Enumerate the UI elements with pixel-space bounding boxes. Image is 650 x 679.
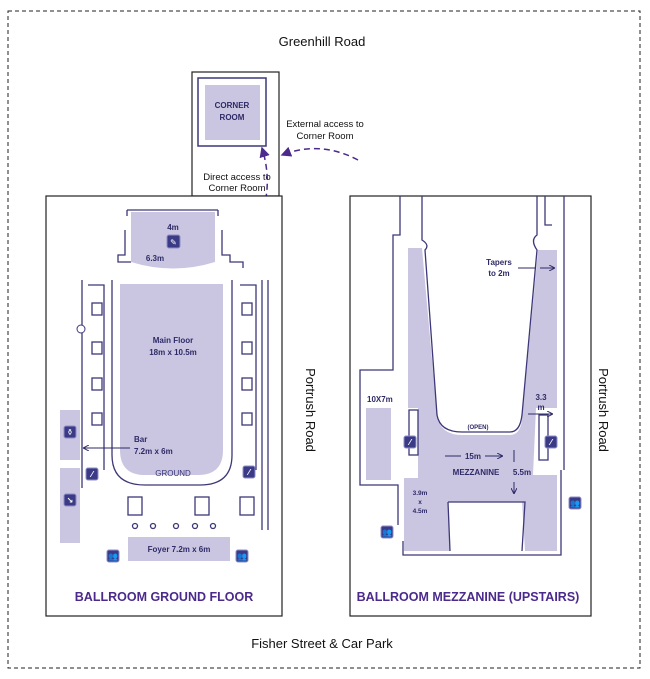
stage-microphone-icon: ✎: [166, 234, 181, 249]
bar-drinks-icon: ⚱: [63, 425, 77, 439]
main-floor-label: Main Floor: [153, 336, 193, 345]
open-label: (OPEN): [468, 425, 489, 431]
stairs-icon-mezz-left: ⁄: [403, 435, 417, 449]
mezzanine-area: [404, 248, 557, 551]
svg-text:👥: 👥: [382, 528, 392, 537]
svg-text:👥: 👥: [108, 552, 118, 561]
dim-3-3: 3.3: [535, 393, 547, 402]
road-portrush-ground: Portrush Road: [303, 368, 318, 452]
svg-text:👥: 👥: [570, 499, 580, 508]
width-15m: 15m: [465, 452, 481, 461]
stage-width: 6.3m: [146, 254, 164, 263]
foyer-area: [128, 537, 230, 561]
site-boundary: [7, 10, 641, 669]
corner-room-label-1: CORNER: [215, 101, 250, 110]
direct-access-label: Direct access to: [203, 172, 271, 183]
exit-icon: ↘: [63, 493, 77, 507]
tapers-label: Tapers: [486, 258, 512, 267]
mezzanine-label: MEZZANINE: [453, 468, 500, 477]
dim-3-9m: 3.9m: [413, 490, 428, 497]
ground-label: GROUND: [155, 469, 191, 478]
external-access-label: External access to: [286, 119, 364, 130]
svg-text:⚱: ⚱: [67, 428, 74, 437]
depth-5-5m: 5.5m: [513, 468, 531, 477]
svg-text:👥: 👥: [237, 552, 247, 561]
stairs-icon-mezz-right: ⁄: [544, 435, 558, 449]
stairs-icon-left: ⁄: [85, 467, 99, 481]
toilets-icon-mezz-left: 👥: [380, 525, 394, 539]
road-portrush-mezz: Portrush Road: [596, 368, 611, 452]
direct-access-arrow: [255, 146, 270, 229]
road-fisher-street: Fisher Street & Car Park: [251, 636, 393, 651]
corner-room-label-2: ROOM: [220, 113, 245, 122]
main-floor-area: [120, 284, 223, 475]
room-10x7-area: [366, 408, 391, 480]
ground-floor-plan: 4m 6.3m ✎ Main Floor 18m x 10.5m Bar 7.2…: [45, 195, 283, 617]
direct-access-label-2: Corner Room: [208, 183, 265, 194]
main-floor-size: 18m x 10.5m: [149, 348, 197, 357]
mezzanine-title: BALLROOM MEZZANINE (UPSTAIRS): [357, 590, 580, 604]
svg-text:⁄: ⁄: [407, 438, 412, 447]
bar-size: 7.2m x 6m: [134, 447, 173, 456]
stairs-icon-right: ⁄: [242, 465, 256, 479]
dim-4-5m: 4.5m: [413, 508, 428, 515]
external-access-label-2: Corner Room: [296, 131, 353, 142]
svg-text:↘: ↘: [67, 496, 74, 505]
stage-depth: 4m: [167, 223, 179, 232]
svg-text:⁄: ⁄: [246, 468, 251, 477]
corner-room[interactable]: CORNER ROOM: [191, 71, 280, 197]
toilets-icon-mezz-right: 👥: [568, 496, 582, 510]
toilets-icon-right: 👥: [235, 549, 249, 563]
road-greenhill: Greenhill Road: [279, 34, 366, 49]
dim-3-3-unit: m: [537, 403, 544, 412]
foyer-label: Foyer 7.2m x 6m: [148, 545, 211, 554]
bar-label: Bar: [134, 435, 147, 444]
external-access-arrow: [280, 146, 359, 161]
toilets-icon-left: 👥: [106, 549, 120, 563]
dim-x: x: [418, 499, 422, 506]
ground-floor-title: BALLROOM GROUND FLOOR: [75, 590, 253, 604]
room-10x7-label: 10X7m: [367, 395, 393, 404]
svg-text:⁄: ⁄: [89, 470, 94, 479]
svg-text:⁄: ⁄: [548, 438, 553, 447]
mezzanine-plan: Tapers to 2m 10X7m 3.3 m (OPEN) 15m MEZZ…: [349, 195, 592, 617]
tapers-size: to 2m: [488, 269, 509, 278]
svg-text:✎: ✎: [170, 238, 177, 247]
